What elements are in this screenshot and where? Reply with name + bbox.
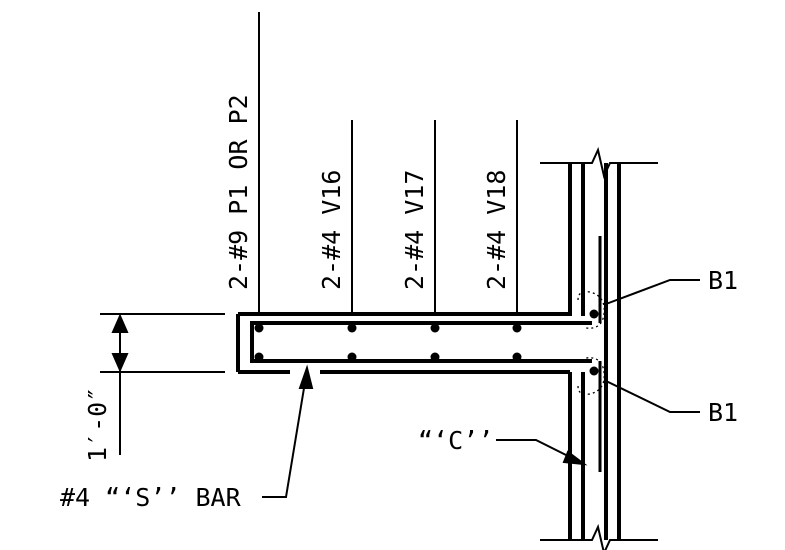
callout-v17: 2-#4 V17	[400, 170, 429, 290]
b1-label-top: B1	[708, 266, 738, 295]
c-bar-label: “‘C’’	[418, 426, 493, 455]
slab	[236, 312, 570, 374]
b1-label-bottom: B1	[708, 398, 738, 427]
rebar-dots	[254, 309, 599, 376]
wall	[568, 163, 621, 540]
dimension-line	[100, 313, 225, 455]
dimension-label: 1′-0″	[83, 387, 112, 462]
callout-v16: 2-#4 V16	[317, 170, 346, 290]
s-bar-label: #4 “‘S’’ BAR	[60, 483, 242, 512]
callout-v18: 2-#4 V18	[482, 170, 511, 290]
callout-leaders	[258, 12, 518, 314]
s-bar-hairpin	[250, 321, 592, 363]
top-break-line	[540, 146, 658, 180]
bottom-break-line	[540, 523, 658, 550]
b1-leaders	[603, 279, 700, 413]
s-bar-leader	[262, 364, 314, 498]
b1-hook-outlines	[577, 291, 605, 395]
callout-p-bars: 2-#9 P1 OR P2	[224, 94, 253, 290]
c-bar-leader	[496, 439, 588, 466]
